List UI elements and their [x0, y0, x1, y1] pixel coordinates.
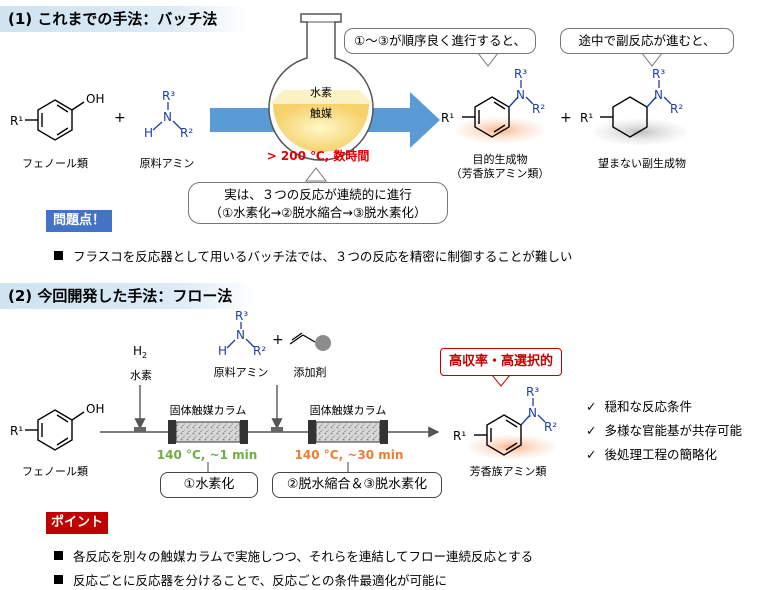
- svg-text:H: H: [218, 344, 227, 358]
- svg-text:R²: R²: [544, 420, 557, 434]
- point-2: 反応ごとに反応器を分けることで、反応ごとの条件最適化が可能に: [54, 570, 447, 589]
- h2-tee-joint: [134, 427, 146, 432]
- svg-text:R²: R²: [532, 102, 545, 116]
- check-item-3: ✓ 後処理工程の簡略化: [586, 444, 717, 463]
- product-label-line1: 目的生成物: [472, 153, 528, 166]
- square-bullet-icon: [54, 575, 63, 584]
- amine-structure-icon: H N R³ R²: [144, 89, 193, 140]
- check-text-2: 多様な官能基が共存可能: [604, 423, 742, 438]
- svg-text:N: N: [163, 110, 172, 124]
- product-label-line2: （芳香族アミン類）: [450, 167, 550, 180]
- svg-text:N: N: [236, 328, 245, 342]
- column2-label: 固体触媒カラム: [309, 404, 387, 417]
- column1-label: 固体触媒カラム: [169, 404, 247, 417]
- svg-text:N: N: [528, 406, 537, 420]
- product-r1-label-2: R¹: [453, 429, 466, 443]
- callout-side-reaction: 途中で副反応が進むと、: [560, 28, 734, 54]
- square-bullet-icon: [54, 251, 63, 260]
- svg-text:R²: R²: [180, 126, 193, 140]
- phenol-structure-2-icon: [25, 409, 85, 451]
- product-amine-labels: N R³ R²: [514, 67, 545, 116]
- catalyst-column-1-icon: [168, 420, 248, 444]
- point-text-2: 反応ごとに反応器を分けることで、反応ごとの条件最適化が可能に: [73, 573, 448, 588]
- byproduct-amine-labels: N R³ R²: [652, 67, 683, 116]
- section2-title: (2) 今回開発した手法：フロー法: [0, 283, 256, 309]
- svg-text:R³: R³: [526, 385, 539, 399]
- svg-text:R³: R³: [652, 67, 665, 81]
- step-condensation-dehydrogenation: ②脱水縮合＆③脱水素化: [272, 472, 442, 498]
- high-yield-highlight: 高収率・高選択的: [440, 348, 562, 376]
- callout-sequential-reactions: 実は、３つの反応が連続的に進行 （①水素化→②脱水縮合→③脱水素化）: [188, 182, 448, 224]
- step-hydrogenation: ①水素化: [160, 472, 258, 498]
- check-item-1: ✓ 穏和な反応条件: [586, 396, 692, 415]
- phenol-structure-icon: [25, 99, 85, 141]
- flask-catalyst-label: 触媒: [310, 107, 332, 120]
- h2-formula: H2: [133, 344, 147, 360]
- byproduct-highlight: [594, 119, 686, 145]
- product-label-2: 芳香族アミン類: [469, 465, 547, 478]
- oh-label: OH: [86, 92, 104, 106]
- flask-hydrogen-label: 水素: [310, 86, 332, 99]
- amine-label-2: 原料アミン: [213, 366, 269, 379]
- callout-sequential-line1: 実は、３つの反応が連続的に進行: [224, 187, 412, 202]
- callout-sequential-line2: （①水素化→②脱水縮合→③脱水素化）: [209, 205, 427, 220]
- svg-text:N: N: [654, 88, 663, 102]
- square-bullet-icon: [54, 551, 63, 560]
- column2-condition: 140 °C, ~30 min: [294, 448, 404, 462]
- product-amine-labels-2: N R³ R²: [526, 385, 557, 434]
- byproduct-label: 望まない副生成物: [598, 157, 686, 170]
- phenol-label: フェノール類: [22, 157, 88, 170]
- product-highlight: [456, 117, 544, 143]
- check-text-1: 穏和な反応条件: [604, 399, 692, 414]
- callout-ideal-progress: ①～③が順序良く進行すると、: [344, 28, 536, 54]
- plus-sign-2: +: [560, 110, 572, 126]
- check-text-3: 後処理工程の簡略化: [604, 447, 717, 462]
- product-r1-label: R¹: [441, 111, 454, 125]
- catalyst-column-2-icon: [308, 420, 388, 444]
- svg-text:H: H: [144, 126, 153, 140]
- oh-label-2: OH: [86, 402, 104, 416]
- amine-structure-2-icon: H N R³ R²: [218, 309, 266, 358]
- phenol-label-2: フェノール類: [22, 465, 88, 478]
- plus-sign: +: [114, 110, 126, 126]
- batch-condition: > 200 ℃, 数時間: [266, 149, 370, 163]
- section1-title: (1) これまでの手法：バッチ法: [0, 6, 248, 32]
- amine-label: 原料アミン: [139, 157, 195, 170]
- problem-statement: フラスコを反応器として用いるバッチ法では、３つの反応を精密に制御することが難しい: [54, 246, 572, 265]
- amine-tee-joint: [271, 427, 283, 432]
- check-item-2: ✓ 多様な官能基が共存可能: [586, 420, 742, 439]
- callout-tail-bottom: [304, 167, 328, 182]
- problem-badge: 問題点！: [46, 210, 112, 232]
- point-badge: ポイント: [46, 512, 108, 534]
- byproduct-r1-label: R¹: [580, 111, 593, 125]
- svg-text:N: N: [516, 88, 525, 102]
- svg-text:R²: R²: [253, 344, 266, 358]
- svg-text:R³: R³: [162, 89, 175, 103]
- check-mark-icon: ✓: [586, 399, 597, 414]
- point-text-1: 各反応を別々の触媒カラムで実施しつつ、それらを連結してフロー連続反応とする: [73, 549, 534, 564]
- alkene-structure-icon: [289, 332, 331, 351]
- round-bottom-flask-icon: [268, 13, 374, 161]
- callout-tail-left: [476, 52, 500, 67]
- additive-label: 添加剤: [293, 366, 327, 379]
- point-1: 各反応を別々の触媒カラムで実施しつつ、それらを連結してフロー連続反応とする: [54, 546, 533, 565]
- check-mark-icon: ✓: [586, 447, 597, 462]
- highlight-callout-tail: [490, 374, 512, 387]
- callout-tail-right: [640, 52, 664, 67]
- column1-condition: 140 °C, ~1 min: [156, 448, 258, 462]
- h2-label: 水素: [130, 369, 152, 382]
- svg-text:R³: R³: [235, 309, 248, 323]
- r1-label-2: R¹: [10, 424, 23, 438]
- problem-text: フラスコを反応器として用いるバッチ法では、３つの反応を精密に制御することが難しい: [73, 249, 573, 264]
- check-mark-icon: ✓: [586, 423, 597, 438]
- svg-text:R³: R³: [514, 67, 527, 81]
- r1-label: R¹: [10, 114, 23, 128]
- plus-sign-3: +: [272, 332, 284, 348]
- svg-text:R²: R²: [670, 102, 683, 116]
